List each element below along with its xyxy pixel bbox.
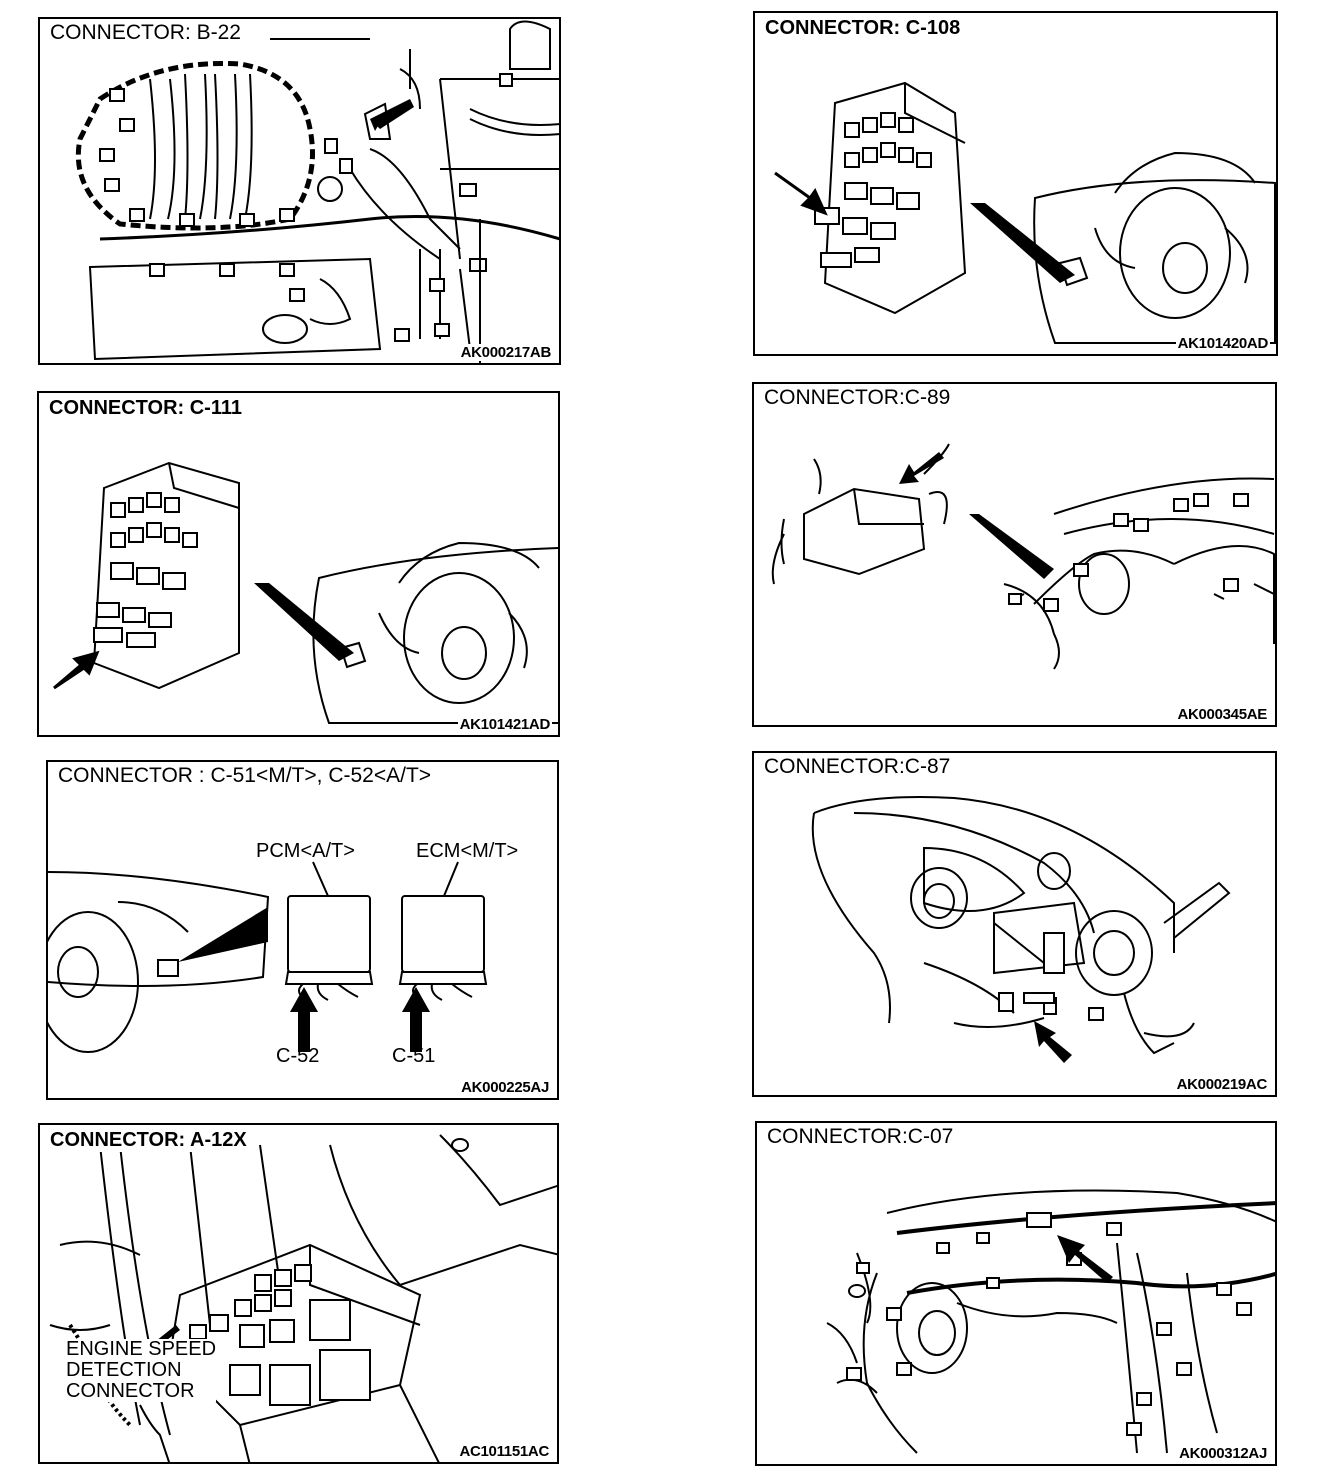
relay-box-illustration [40,1125,559,1464]
figure-code: AK000225AJ [459,1079,551,1096]
junction-block-illustration [755,13,1278,356]
panel-title: CONNECTOR:C-87 [762,755,953,779]
panel-c87: CONNECTOR:C-87 AK000219AC [752,751,1277,1097]
label-line-2: DETECTION [66,1359,182,1381]
dash-harness-illustration [754,384,1277,727]
label-line-1: ENGINE SPEED [66,1338,217,1360]
figure-code: AC101151AC [457,1443,551,1460]
panel-c111: CONNECTOR: C-111 AK101421AD [37,391,560,737]
instrument-panel-harness-illustration [757,1123,1277,1466]
engine-speed-connector-label: ENGINE SPEED DETECTION CONNECTOR [66,1338,217,1402]
figure-code: AK101420AD [1175,335,1270,352]
panel-title: CONNECTOR: A-12X [48,1129,249,1152]
panel-c07: CONNECTOR:C-07 AK000312AJ [755,1121,1277,1466]
panel-title: CONNECTOR:C-07 [765,1125,956,1149]
panel-c51-c52: CONNECTOR : C-51<M/T>, C-52<A/T> PCM<A/T… [46,760,559,1100]
c52-label: C-52 [276,1045,320,1067]
junction-block-illustration [39,393,560,737]
panel-title: CONNECTOR: B-22 [48,21,243,45]
figure-code: AK101421AD [457,716,552,733]
panel-title: CONNECTOR : C-51<M/T>, C-52<A/T> [56,764,434,788]
figure-code: AK000219AC [1174,1076,1269,1093]
engine-harness-illustration [40,19,561,365]
panel-title: CONNECTOR: C-108 [763,17,963,40]
label-line-3: CONNECTOR [66,1380,195,1402]
steering-column-illustration [754,753,1277,1063]
pcm-label: PCM<A/T> [256,840,355,862]
ecm-label: ECM<M/T> [416,840,519,862]
figure-code: AK000312AJ [1177,1445,1269,1462]
pcm-ecm-illustration [48,762,559,1100]
panel-title: CONNECTOR:C-89 [762,386,953,410]
panel-c108: CONNECTOR: C-108 AK101420AD [753,11,1278,356]
panel-c89: CONNECTOR:C-89 AK000345AE [752,382,1277,727]
figure-code: AK000345AE [1175,706,1269,723]
figure-code: AK000217AB [458,344,553,361]
panel-b22: CONNECTOR: B-22 AK000217AB [38,17,561,365]
panel-title: CONNECTOR: C-111 [47,397,245,420]
c51-label: C-51 [392,1045,436,1067]
panel-a12x: CONNECTOR: A-12X ENGINE SPEED DETECTION … [38,1123,559,1464]
